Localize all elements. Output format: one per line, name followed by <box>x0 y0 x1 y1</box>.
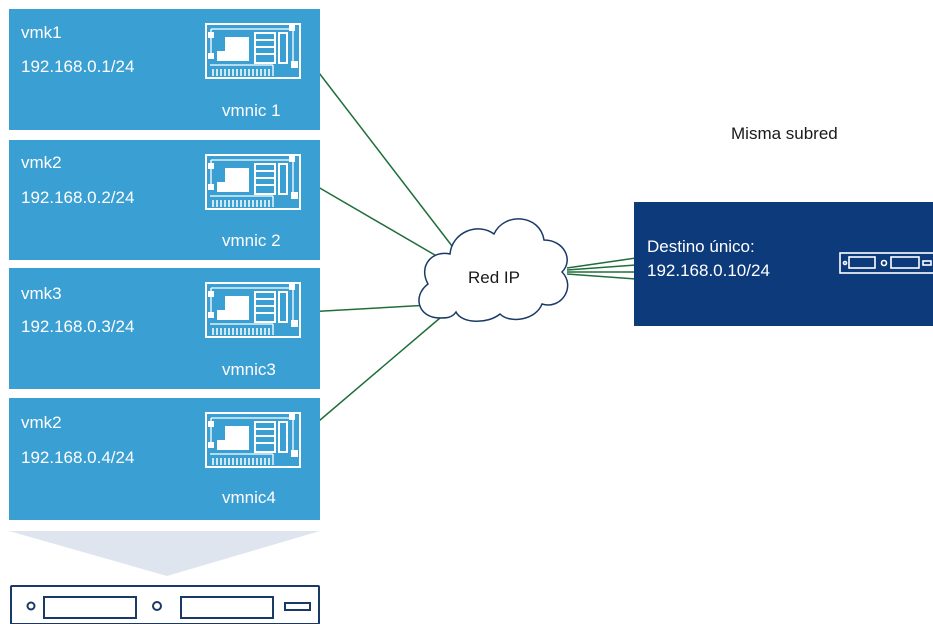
host-projection <box>9 531 320 576</box>
destination-title: Destino único: <box>647 237 755 256</box>
server-bay-1 <box>43 596 137 619</box>
vmk-ip: 192.168.0.3/24 <box>21 317 135 336</box>
vmk-name: vmk2 <box>21 153 62 172</box>
vmk-ip: 192.168.0.1/24 <box>21 57 135 76</box>
vmk-box-2: vmk2 192.168.0.2/24 vmnic 2 <box>9 140 320 260</box>
server-led-2 <box>152 601 162 611</box>
network-card-icon <box>205 23 301 79</box>
dest-link-2 <box>566 264 637 271</box>
vmnic-label: vmnic3 <box>222 360 276 379</box>
vmk-ip: 192.168.0.2/24 <box>21 188 135 207</box>
subnet-label: Misma subred <box>731 124 838 143</box>
network-label: Red IP <box>468 268 520 287</box>
link-vmnic2 <box>305 179 441 259</box>
server-bay-2 <box>180 596 274 619</box>
network-card-icon <box>205 282 301 338</box>
vmnic-label: vmnic4 <box>222 488 276 507</box>
vmk-box-4: vmk2 192.168.0.4/24 vmnic4 <box>9 398 320 520</box>
vmnic-label: vmnic 1 <box>222 101 281 120</box>
link-vmnic1 <box>305 55 453 247</box>
vmk-ip: 192.168.0.4/24 <box>21 448 135 467</box>
vmk-name: vmk3 <box>21 284 62 303</box>
link-vmnic3 <box>305 304 431 313</box>
server-port <box>284 602 311 611</box>
vmk-name: vmk2 <box>21 413 62 432</box>
server-icon <box>839 252 933 274</box>
server-chassis <box>10 585 320 624</box>
destination-ip: 192.168.0.10/24 <box>647 261 770 280</box>
network-card-icon <box>205 154 301 210</box>
nic-links <box>305 55 453 433</box>
network-card-icon <box>205 412 301 468</box>
server-icon <box>10 585 320 624</box>
cloud-icon <box>418 218 569 322</box>
destination-links <box>566 257 637 280</box>
destination-box: Destino único: 192.168.0.10/24 <box>634 202 933 326</box>
vmk-box-3: vmk3 192.168.0.3/24 vmnic3 <box>9 268 320 389</box>
dest-link-4 <box>566 273 637 280</box>
vmk-box-1: vmk1 192.168.0.1/24 vmnic 1 <box>9 9 320 130</box>
vmnic-label: vmnic 2 <box>222 231 281 250</box>
vmk-name: vmk1 <box>21 23 62 42</box>
dest-link-1 <box>566 257 637 269</box>
link-vmnic4 <box>305 317 441 433</box>
server-led-1 <box>26 601 36 611</box>
